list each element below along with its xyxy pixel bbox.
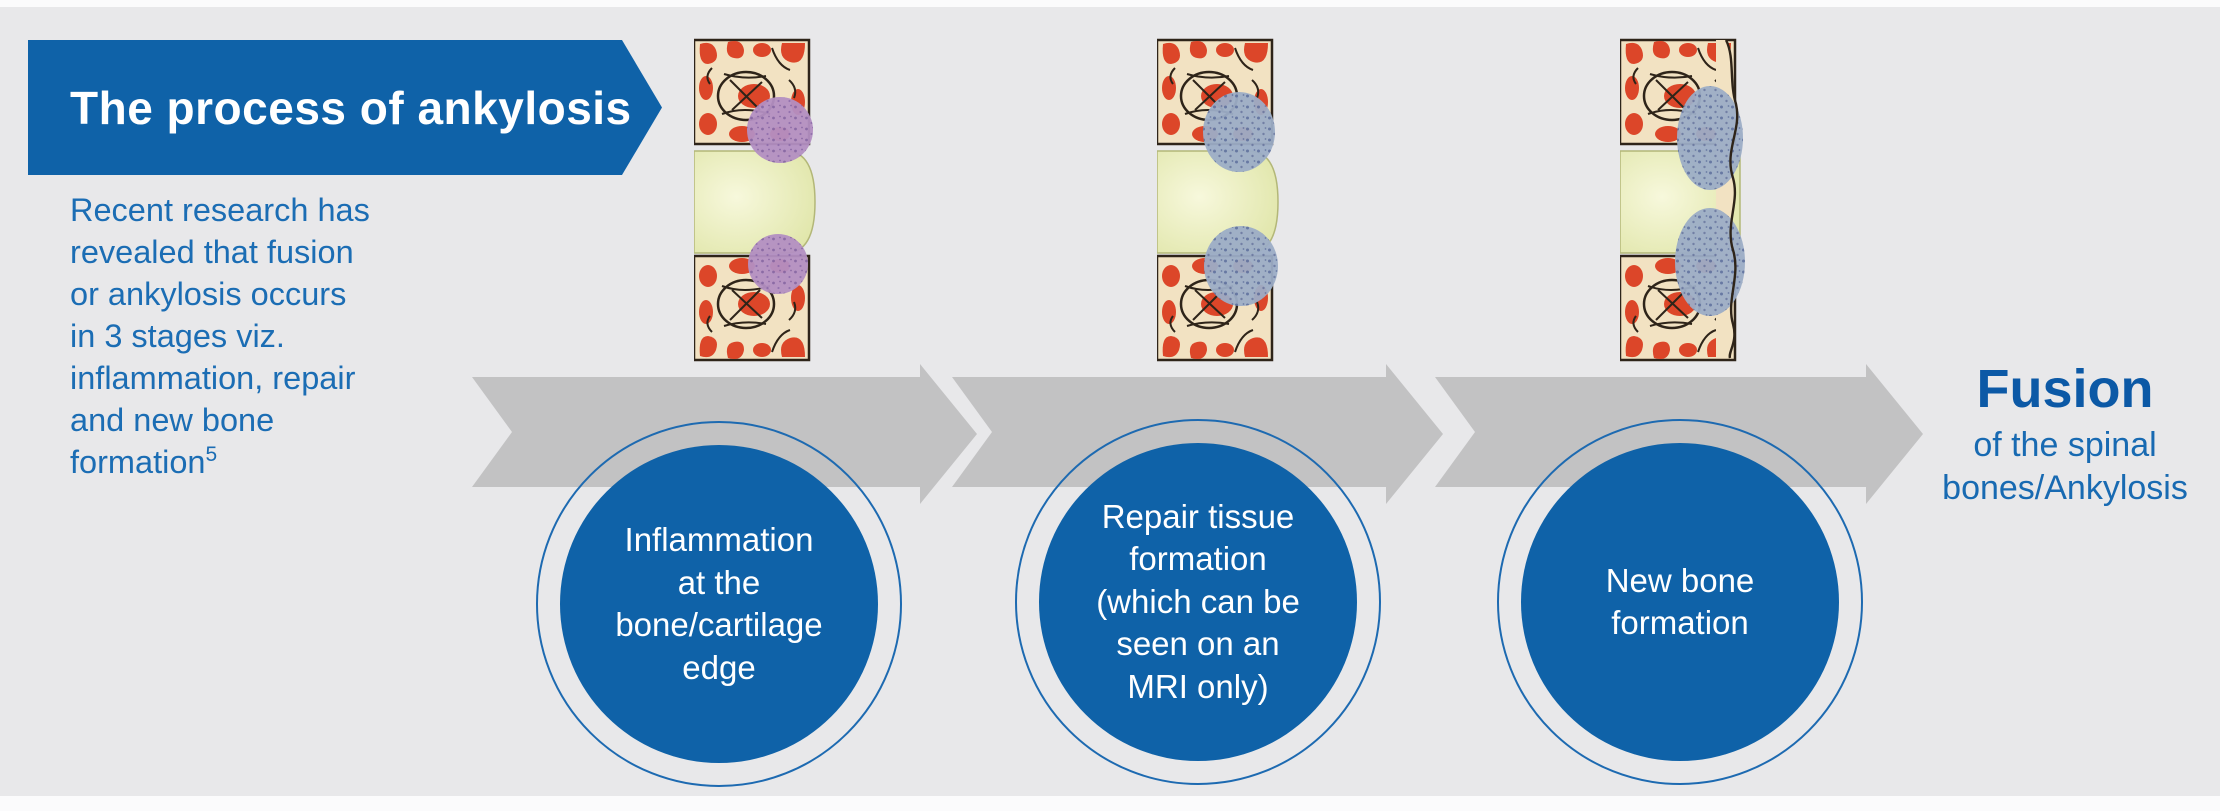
- repair-blob-bottom: [1204, 226, 1278, 306]
- inflammation-blob-top: [747, 97, 813, 163]
- illustration-stage-new-bone: [1620, 38, 1745, 362]
- stage-circle-ring-repair: [1015, 419, 1381, 785]
- stage-label-repair: Repair tissue formation (which can be se…: [1096, 497, 1300, 705]
- stage-circle-ring-inflammation: [536, 421, 902, 787]
- title-banner: The process of ankylosis: [28, 40, 662, 175]
- illustration-stage-inflammation: [694, 38, 816, 362]
- inflammation-blob-bottom: [748, 234, 808, 294]
- outcome-title: Fusion: [1976, 359, 2154, 419]
- stage-circle-ring-new-bone: [1497, 419, 1863, 785]
- page-title: The process of ankylosis: [70, 81, 632, 134]
- outcome-subtitle: of the spinal bones/Ankylosis: [1942, 426, 2188, 507]
- new-bone-blob-top: [1677, 86, 1743, 190]
- top-divider: [0, 0, 2220, 7]
- stage-circle-repair: Repair tissue formation (which can be se…: [1039, 443, 1357, 761]
- stage-label-inflammation: Inflammation at the bone/cartilage edge: [615, 521, 823, 686]
- intro-paragraph: Recent research has revealed that fusion…: [70, 189, 460, 483]
- illustration-stage-repair: [1157, 38, 1279, 362]
- repair-blob-top: [1203, 92, 1275, 172]
- footnote-ref: 5: [205, 443, 218, 467]
- new-bone-outline: [1724, 39, 1739, 359]
- stage-circle-new-bone: New bone formation: [1521, 443, 1839, 761]
- outcome-block: Fusion of the spinal bones/Ankylosis: [1925, 360, 2205, 510]
- intro-text: Recent research has revealed that fusion…: [70, 192, 370, 480]
- stage-circle-inflammation: Inflammation at the bone/cartilage edge: [560, 445, 878, 763]
- stage-label-new-bone: New bone formation: [1605, 561, 1755, 642]
- new-bone-blob-bottom: [1675, 208, 1745, 316]
- bottom-divider: [0, 796, 2220, 811]
